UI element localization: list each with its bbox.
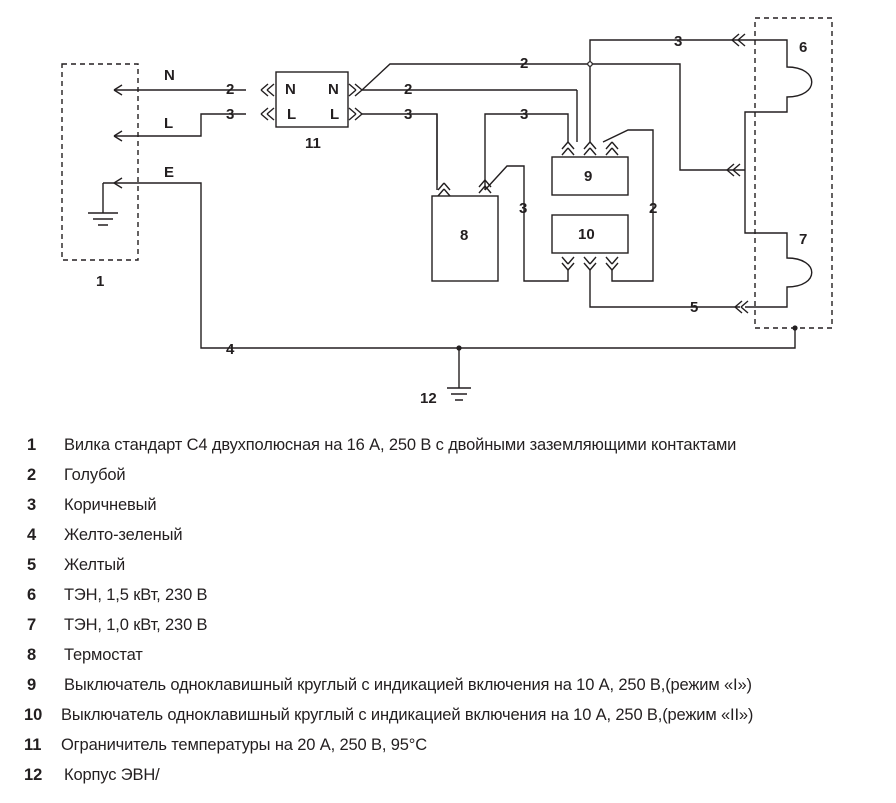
label-housing: 12 bbox=[420, 390, 437, 407]
wire-l-in: 3 bbox=[226, 106, 234, 123]
wire-therm-to-switch: 3 bbox=[520, 106, 528, 123]
legend-number: 7 bbox=[27, 616, 37, 634]
legend-text: Термостат bbox=[64, 646, 143, 664]
wire-switch-loop: 2 bbox=[649, 200, 657, 217]
limiter-l-out: L bbox=[330, 106, 339, 123]
plug-box bbox=[61, 63, 139, 261]
legend-number: 4 bbox=[27, 526, 37, 544]
switch-9-box bbox=[551, 156, 629, 196]
legend-number: 1 bbox=[27, 436, 37, 454]
legend-number: 2 bbox=[27, 466, 37, 484]
legend-number: 9 bbox=[27, 676, 37, 694]
pin-l-label: L bbox=[164, 115, 173, 132]
pin-n-label: N bbox=[164, 67, 175, 84]
legend-text: Выключатель одноклавишный круглый с инди… bbox=[61, 706, 754, 724]
limiter-n-out: N bbox=[328, 81, 339, 98]
legend-text: Ограничитель температуры на 20 А, 250 В,… bbox=[61, 736, 427, 754]
limiter-l-in: L bbox=[287, 106, 296, 123]
label-thermostat: 8 bbox=[460, 227, 468, 244]
label-switch-10: 10 bbox=[578, 226, 595, 243]
wire-top-brown: 3 bbox=[674, 33, 682, 50]
wire-n-out: 2 bbox=[404, 81, 412, 98]
legend-text: ТЭН, 1,0 кВт, 230 В bbox=[64, 616, 208, 634]
wire-n-in: 2 bbox=[226, 81, 234, 98]
legend-number: 6 bbox=[27, 586, 37, 604]
legend-text: Корпус ЭВН/ bbox=[64, 766, 160, 784]
wire-ground: 4 bbox=[226, 341, 235, 358]
wire-l-out: 3 bbox=[404, 106, 412, 123]
legend-text: Выключатель одноклавишный круглый с инди… bbox=[64, 676, 752, 694]
limiter-box bbox=[275, 71, 349, 128]
label-switch-9: 9 bbox=[584, 168, 592, 185]
legend-number: 5 bbox=[27, 556, 37, 574]
legend-number: 12 bbox=[24, 766, 43, 784]
legend-text: Голубой bbox=[64, 466, 126, 484]
label-heater-7: 7 bbox=[799, 231, 807, 248]
wiring-diagram: 1 6 7 8 9 10 11 12 N L E N N L L 2 3 2 3… bbox=[61, 17, 833, 407]
wire-top-blue: 2 bbox=[520, 55, 528, 72]
wire-yellow: 5 bbox=[690, 299, 698, 316]
legend-text: Желто-зеленый bbox=[64, 526, 183, 544]
wire-therm-loop: 3 bbox=[519, 200, 527, 217]
legend-number: 10 bbox=[24, 706, 43, 724]
legend-text: Коричневый bbox=[64, 496, 157, 514]
switch-10-box bbox=[551, 214, 629, 254]
pin-e-label: E bbox=[164, 164, 174, 181]
heater-housing-box bbox=[754, 17, 833, 329]
thermostat-box bbox=[431, 195, 499, 282]
legend-text: Вилка стандарт С4 двухполюсная на 16 А, … bbox=[64, 436, 737, 454]
legend-text: ТЭН, 1,5 кВт, 230 В bbox=[64, 586, 208, 604]
legend-number: 8 bbox=[27, 646, 37, 664]
label-limiter: 11 bbox=[305, 135, 321, 152]
legend-text: Желтый bbox=[64, 556, 126, 574]
label-heater-6: 6 bbox=[799, 39, 807, 56]
label-plug: 1 bbox=[96, 273, 104, 290]
legend-number: 11 bbox=[24, 736, 42, 754]
legend-number: 3 bbox=[27, 496, 37, 514]
limiter-n-in: N bbox=[285, 81, 296, 98]
